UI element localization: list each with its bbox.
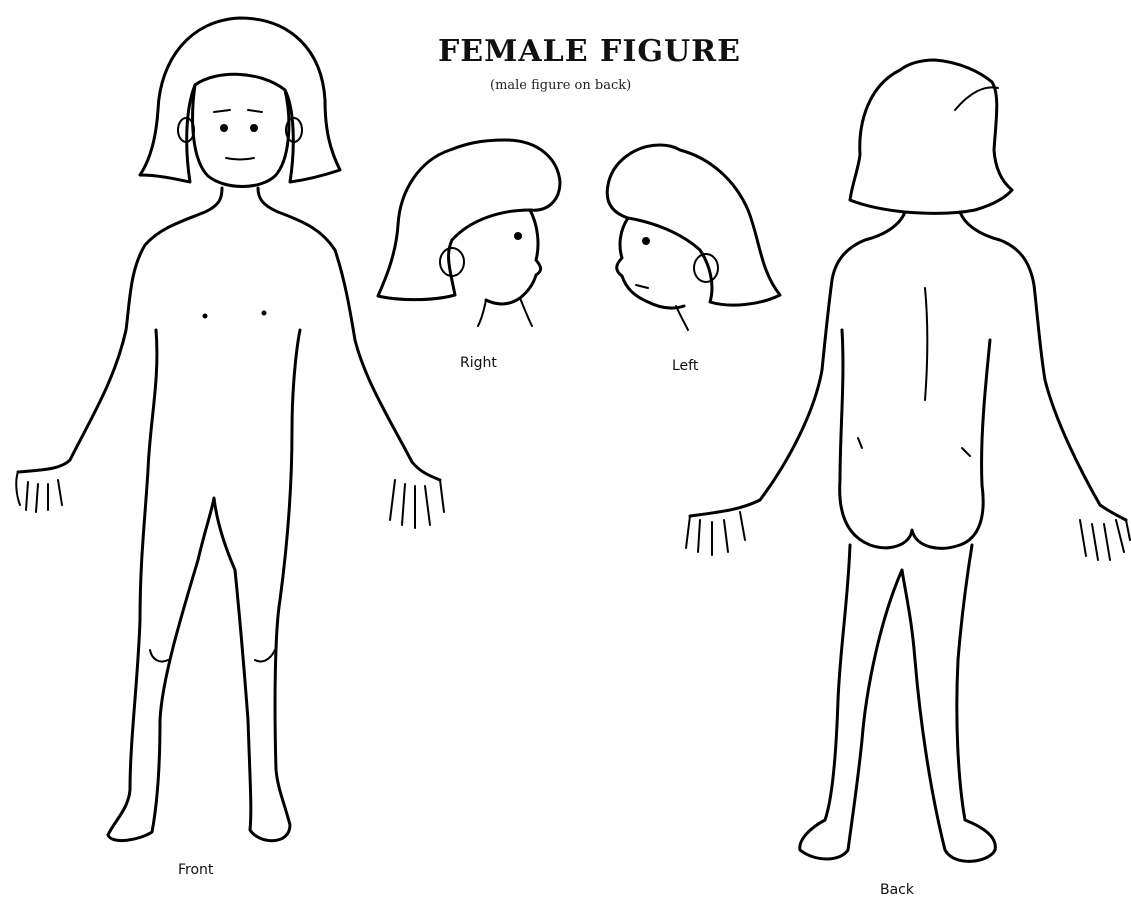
front-knee-left (150, 650, 168, 662)
back-hand-left (686, 512, 745, 555)
front-mouth (226, 158, 254, 160)
front-nipple-right (262, 311, 267, 316)
front-hair (140, 18, 340, 182)
front-brow-right (248, 110, 262, 112)
front-torso-sides (108, 330, 300, 841)
front-face (193, 85, 289, 187)
back-body-outline (690, 212, 1126, 520)
back-dimple-right (962, 448, 970, 456)
front-nipple-left (203, 314, 208, 319)
front-hand-right (390, 480, 444, 528)
left-view-label: Left (672, 358, 698, 374)
left-head-hair (607, 145, 780, 305)
left-head-mouth (636, 285, 648, 288)
right-head-ear (440, 248, 464, 276)
back-hand-right (1080, 520, 1130, 560)
right-profile-head (378, 140, 560, 326)
front-knee-right (255, 650, 275, 662)
right-head-eye (514, 232, 522, 240)
front-view-label: Front (178, 862, 213, 878)
right-view-label: Right (460, 355, 497, 371)
back-hair (850, 60, 1012, 213)
front-eye-right (250, 124, 258, 132)
left-head-eye (642, 237, 650, 245)
left-profile-head (607, 145, 780, 330)
front-hand-left (16, 472, 62, 512)
front-body-outline (18, 188, 440, 480)
back-legs (800, 545, 996, 861)
back-view-label: Back (880, 882, 914, 898)
right-head-neck (478, 298, 532, 326)
right-head-face (486, 210, 541, 304)
front-figure (16, 18, 444, 841)
back-hair-swirl (955, 87, 998, 110)
back-spine (925, 288, 927, 400)
front-brow-left (214, 110, 230, 112)
back-torso (840, 330, 990, 548)
front-eye-left (220, 124, 228, 132)
back-dimple-left (858, 438, 862, 448)
left-head-neck (676, 306, 688, 330)
back-figure (686, 60, 1130, 861)
